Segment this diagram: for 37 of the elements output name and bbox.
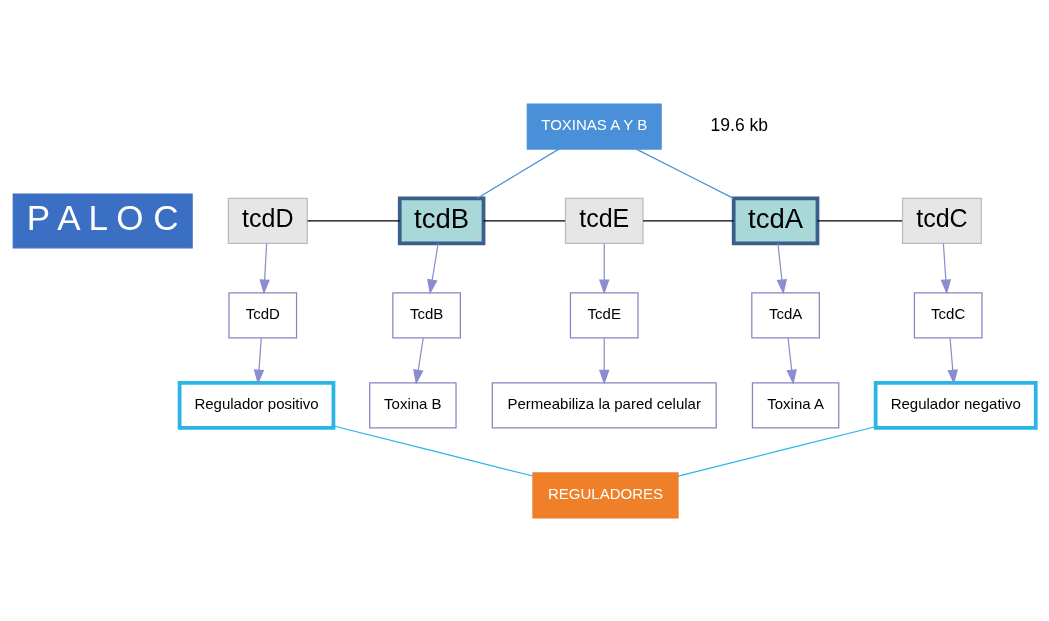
node-box: TcdA <box>751 291 820 338</box>
node-box: Regulador positivo <box>177 380 336 430</box>
node-box: TcdB <box>392 291 462 338</box>
node-box: Toxina A <box>751 381 840 429</box>
arrow <box>776 242 788 294</box>
connector <box>306 219 401 222</box>
arrow <box>947 337 958 385</box>
node-box: tcdB <box>397 196 486 245</box>
arrow <box>940 242 952 294</box>
connector <box>332 424 534 477</box>
node-box: TcdC <box>913 291 983 338</box>
node-box: tcdC <box>901 197 982 244</box>
arrow <box>259 242 270 294</box>
node-box: REGULADORES <box>532 471 679 519</box>
arrow <box>253 337 265 385</box>
arrow <box>413 337 424 385</box>
connector <box>635 147 735 199</box>
node-box: tcdA <box>731 196 820 245</box>
arrow <box>598 337 610 385</box>
arrow <box>598 242 610 294</box>
connector <box>482 219 566 222</box>
node-box: P A L O C <box>12 192 193 248</box>
arrow <box>427 242 439 294</box>
connector <box>476 147 560 199</box>
node-box: Toxina B <box>369 381 457 429</box>
node-box: Permeabiliza la pared celular <box>491 381 717 429</box>
node-box: Regulador negativo <box>873 380 1038 430</box>
node-box: tcdE <box>564 197 644 244</box>
node-box: TcdD <box>228 291 298 338</box>
node-box: TcdE <box>569 291 639 338</box>
arrow <box>786 337 797 385</box>
label: 19.6 kb <box>710 114 769 135</box>
connector <box>816 219 903 222</box>
connector <box>642 219 735 222</box>
connector <box>677 425 876 477</box>
node-box: tcdD <box>227 197 308 244</box>
node-box: TOXINAS A Y B <box>526 102 662 150</box>
